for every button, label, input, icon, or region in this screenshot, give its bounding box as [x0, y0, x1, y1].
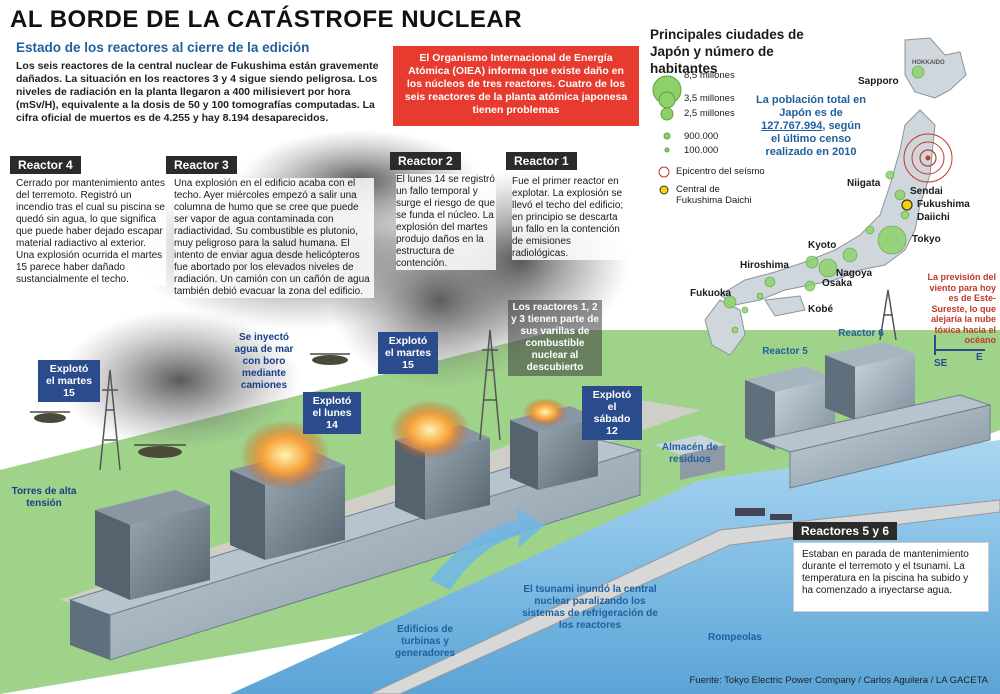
label-turbine-buildings: Edificios de turbinas y generadores [394, 624, 456, 659]
label-waste-storage: Almacén de residuos [661, 442, 719, 465]
plant-legend-icon [659, 185, 669, 195]
smoke-cloud [60, 310, 300, 450]
label-reactor-6: Reactor 6 [838, 328, 884, 339]
reactor-4-roof [95, 490, 210, 525]
label-breakwater: Rompeolas [708, 632, 762, 643]
tag-exploded-tue-15-r2: Explotó el martes 15 [378, 332, 438, 374]
reactor-6-front [855, 354, 915, 420]
fukushima-plant-icon [901, 199, 913, 211]
ship [770, 514, 792, 520]
reactor-5-side [745, 380, 775, 450]
epicenter-icon [903, 133, 953, 183]
compass-se: SE [934, 358, 948, 369]
reactor-2-text: El lunes 14 se registró un fallo tempora… [396, 174, 496, 270]
legend-plant: Central de Fukushima Daichi [676, 184, 752, 206]
reactor-5-6-text: Estaban en parada de mantenimiento duran… [793, 542, 989, 612]
city-nagoya: Nagoya [836, 268, 873, 279]
compass-icon [934, 335, 985, 355]
sea [230, 440, 1000, 694]
tag-exploded-tue-15-r4: Explotó el martes 15 [38, 360, 100, 402]
reactor-2-label: Reactor 2 [390, 152, 461, 170]
tag-exploded-sat-12: Explotó el sábado 12 [582, 386, 642, 440]
reactor-3-text: Una explosión en el edificio acaba con e… [174, 178, 374, 298]
breakwater [369, 499, 1000, 694]
city-tokyo: Tokyo [912, 234, 941, 245]
helicopter [30, 353, 350, 458]
reactor-3-label: Reactor 3 [166, 156, 237, 174]
reactor-4-label: Reactor 4 [10, 156, 81, 174]
reactor-3-side [230, 470, 265, 560]
reactor-6-roof [825, 342, 915, 367]
city-kyoto: Kyoto [808, 240, 837, 251]
epicenter-legend-icon [658, 166, 670, 178]
city-niigata: Niigata [847, 178, 881, 189]
waste-storage [655, 435, 725, 455]
reactor-1-side [510, 420, 538, 490]
explosion-reactor-2 [390, 400, 470, 460]
page-title: AL BORDE DE LA CATÁSTROFE NUCLEAR [10, 6, 523, 33]
city-osaka: Osaka [822, 278, 853, 289]
reactor-1-text: Fue el primer reactor en explotar. La ex… [512, 176, 627, 260]
tag-exploded-mon-14: Explotó el lunes 14 [303, 392, 361, 434]
power-tower [99, 289, 897, 471]
city-sendai: Sendai [910, 186, 943, 197]
reactor-1-label: Reactor 1 [506, 152, 577, 170]
explosion-reactor-3 [240, 420, 330, 490]
label-hokkaido: HOKKAIDO [912, 60, 945, 66]
city-sapporo: Sapporo [858, 76, 899, 87]
ship [735, 508, 765, 516]
reactors-5-6-box: Reactores 5 y 6 Estaban en parada de man… [793, 522, 989, 612]
explosion-reactor-1 [523, 398, 567, 426]
oiea-box: El Organismo Internacional de Energía At… [393, 46, 639, 126]
city-fukushima: Fukushima [917, 199, 970, 210]
reactor-2-side [395, 440, 425, 520]
city-hiroshima: Hiroshima [740, 260, 789, 271]
japan-map [704, 37, 967, 356]
callout-fuel-rods: Los reactores 1, 2 y 3 tienen parte de s… [508, 300, 602, 376]
turbine-building-5-6-front [789, 404, 991, 489]
wind-forecast: La previsión del viento para hoy es de E… [927, 272, 996, 345]
map-legend [652, 75, 682, 195]
tsunami-arrow [430, 508, 545, 590]
compass-e: E [976, 352, 983, 363]
legend-2-5m: 2,5 millones [684, 108, 735, 119]
map-title: Principales ciudades de Japón y número d… [650, 27, 804, 76]
city-fukuoka: Fukuoka [690, 288, 732, 299]
legend-8-5m: 8,5 millones [684, 70, 735, 81]
label-reactor-5: Reactor 5 [762, 346, 808, 357]
city-daiichi: Daiichi [917, 212, 950, 223]
population-note: La población total en Japón es de 127.76… [756, 94, 867, 158]
reactor-4-text: Cerrado por mantenimiento antes del terr… [16, 178, 166, 286]
city-kobe: Kobé [808, 304, 833, 315]
legend-900k: 900.000 [684, 131, 719, 142]
legend-100k: 100.000 [684, 145, 719, 156]
reactor-5-roof [745, 366, 835, 392]
subtitle: Estado de los reactores al cierre de la … [16, 40, 310, 55]
reactor-4-side [95, 510, 130, 600]
source-credit: Fuente: Tokyo Electric Power Company / C… [689, 675, 989, 686]
legend-epicenter: Epicentro del seísmo [676, 166, 765, 177]
legend-3-5m: 3,5 millones [684, 93, 735, 104]
callout-tsunami: El tsunami inundó la central nuclear par… [522, 584, 658, 631]
label-power-towers: Torres de alta tensión [11, 486, 77, 509]
reactor-4-front [130, 505, 210, 600]
reactor-6-side [825, 355, 855, 420]
turbine-building-side [70, 600, 110, 660]
waste-storage-front [680, 445, 725, 480]
callout-sea-water: Se inyectó agua de mar con boro mediante… [234, 332, 294, 391]
intro-text: Los seis reactores de la central nuclear… [16, 60, 379, 124]
reactor-5-6-label: Reactores 5 y 6 [793, 522, 898, 540]
